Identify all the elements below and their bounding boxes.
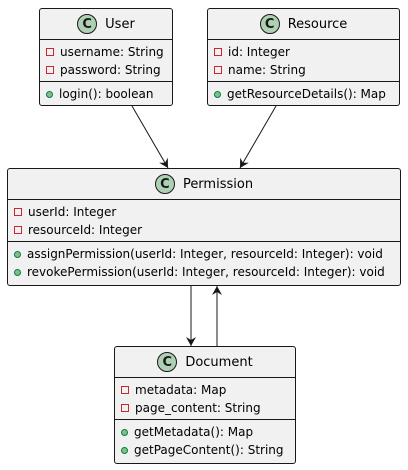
class-badge-icon: C bbox=[154, 174, 175, 194]
class-permission-header: C Permission bbox=[8, 169, 400, 199]
class-user-name: User bbox=[105, 16, 135, 32]
field-row: resourceId: Integer bbox=[14, 221, 400, 239]
class-badge-icon: C bbox=[77, 14, 98, 34]
class-badge-icon: C bbox=[157, 352, 178, 372]
method-row: revokePermission(userId: Integer, resour… bbox=[14, 263, 400, 281]
private-visibility-icon bbox=[214, 66, 222, 74]
field-label: resourceId: Integer bbox=[28, 223, 143, 237]
class-user-header: C User bbox=[40, 9, 172, 39]
method-label: assignPermission(userId: Integer, resour… bbox=[27, 247, 383, 261]
private-visibility-icon bbox=[46, 48, 54, 56]
public-visibility-icon bbox=[121, 446, 128, 454]
class-resource-name: Resource bbox=[287, 16, 348, 32]
method-label: getResourceDetails(): Map bbox=[227, 87, 386, 101]
public-visibility-icon bbox=[121, 428, 128, 436]
public-visibility-icon bbox=[14, 268, 21, 276]
field-label: metadata: Map bbox=[135, 383, 227, 397]
method-row: login(): boolean bbox=[46, 85, 172, 103]
field-label: password: String bbox=[60, 63, 161, 77]
private-visibility-icon bbox=[214, 48, 222, 56]
field-row: page_content: String bbox=[121, 399, 295, 417]
class-user-methods: login(): boolean bbox=[40, 81, 172, 105]
field-row: userId: Integer bbox=[14, 203, 400, 221]
field-label: name: String bbox=[228, 63, 306, 77]
class-resource[interactable]: C Resource id: Integer name: String getR… bbox=[207, 8, 400, 106]
class-permission-name: Permission bbox=[182, 176, 254, 192]
field-row: name: String bbox=[214, 61, 399, 79]
field-row: id: Integer bbox=[214, 43, 399, 61]
class-user[interactable]: C User username: String password: String… bbox=[39, 8, 173, 106]
field-label: id: Integer bbox=[228, 45, 290, 59]
private-visibility-icon bbox=[14, 226, 22, 234]
class-resource-methods: getResourceDetails(): Map bbox=[208, 81, 399, 105]
arrow-resource-to-permission bbox=[239, 105, 277, 169]
method-row: getResourceDetails(): Map bbox=[214, 85, 399, 103]
method-row: assignPermission(userId: Integer, resour… bbox=[14, 245, 400, 263]
class-document-fields: metadata: Map page_content: String bbox=[115, 377, 295, 419]
private-visibility-icon bbox=[46, 66, 54, 74]
field-label: userId: Integer bbox=[28, 205, 117, 219]
method-row: getMetadata(): Map bbox=[121, 423, 295, 441]
field-row: password: String bbox=[46, 61, 172, 79]
private-visibility-icon bbox=[121, 386, 129, 394]
class-resource-header: C Resource bbox=[208, 9, 399, 39]
class-document[interactable]: C Document metadata: Map page_content: S… bbox=[114, 346, 296, 464]
class-permission[interactable]: C Permission userId: Integer resourceId:… bbox=[7, 168, 401, 286]
class-permission-fields: userId: Integer resourceId: Integer bbox=[8, 199, 400, 241]
private-visibility-icon bbox=[121, 404, 129, 412]
public-visibility-icon bbox=[14, 250, 21, 258]
field-label: username: String bbox=[60, 45, 164, 59]
field-row: metadata: Map bbox=[121, 381, 295, 399]
class-user-fields: username: String password: String bbox=[40, 39, 172, 81]
class-badge-icon: C bbox=[259, 14, 280, 34]
field-row: username: String bbox=[46, 43, 172, 61]
method-label: getMetadata(): Map bbox=[134, 425, 254, 439]
field-label: page_content: String bbox=[135, 401, 261, 415]
class-document-header: C Document bbox=[115, 347, 295, 377]
arrow-user-to-permission bbox=[131, 105, 169, 169]
method-label: revokePermission(userId: Integer, resour… bbox=[27, 265, 385, 279]
public-visibility-icon bbox=[214, 90, 221, 98]
method-label: login(): boolean bbox=[59, 87, 154, 101]
private-visibility-icon bbox=[14, 208, 22, 216]
method-row: getPageContent(): String bbox=[121, 441, 295, 459]
class-resource-fields: id: Integer name: String bbox=[208, 39, 399, 81]
public-visibility-icon bbox=[46, 90, 53, 98]
class-document-methods: getMetadata(): Map getPageContent(): Str… bbox=[115, 419, 295, 461]
class-permission-methods: assignPermission(userId: Integer, resour… bbox=[8, 241, 400, 283]
method-label: getPageContent(): String bbox=[134, 443, 284, 457]
class-document-name: Document bbox=[185, 354, 253, 370]
